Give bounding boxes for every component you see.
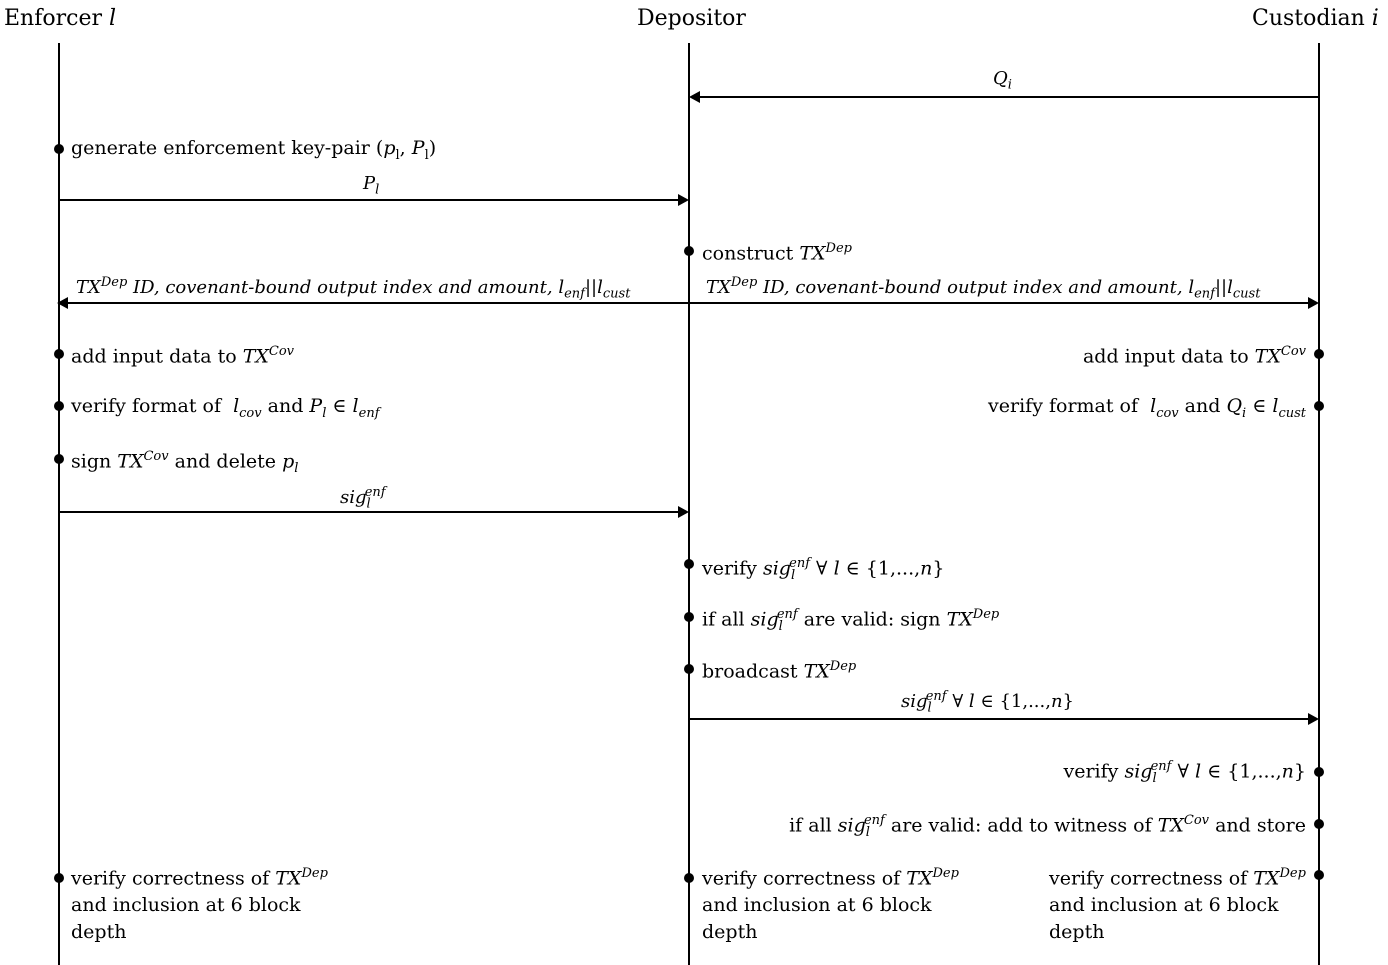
enforcer-verify-correctness: verify correctness of TXDep and inclusio… — [71, 866, 328, 944]
msg-q-i-arrow — [698, 96, 1319, 98]
arrowhead — [678, 194, 689, 206]
custodian-add-input: add input data to TXCov — [1082, 344, 1306, 368]
step-dot — [684, 873, 694, 883]
depositor-broadcast: broadcast TXDep — [702, 659, 857, 683]
depositor-if-valid-sign: if all siglenf are valid: sign TXDep — [702, 607, 1000, 635]
custodian-if-valid-store: if all siglenf are valid: add to witness… — [789, 813, 1306, 841]
step-dot — [1314, 819, 1324, 829]
enforcer-add-input: add input data to TXCov — [71, 344, 295, 368]
msg-sig-label: siglenf — [340, 485, 386, 512]
msg-sig-arrow — [59, 511, 679, 513]
enforcer-header: Enforcer l — [4, 6, 117, 31]
step-dot — [1314, 767, 1324, 777]
msg-sig-all-arrow — [689, 718, 1309, 720]
enforcer-gen-keypair: generate enforcement key-pair (pl, Pl) — [71, 137, 437, 163]
enforcer-lifeline — [58, 43, 60, 965]
step-dot — [1314, 401, 1324, 411]
step-dot — [1314, 870, 1324, 880]
step-dot — [54, 349, 64, 359]
step-dot — [54, 454, 64, 464]
custodian-verify-sigs: verify siglenf ∀ l ∈ {1,...,n} — [1063, 759, 1306, 787]
msg-sig-all-label: siglenf ∀ l ∈ {1,...,n} — [901, 689, 1074, 716]
step-dot — [54, 401, 64, 411]
arrowhead — [1308, 297, 1319, 309]
enforcer-sign-delete: sign TXCov and delete pl — [71, 449, 299, 477]
custodian-header: Custodian i — [1252, 6, 1379, 31]
step-dot — [1314, 349, 1324, 359]
msg-q-i-label: Qi — [993, 68, 1012, 93]
arrowhead — [689, 91, 700, 103]
depositor-verify-sigs: verify siglenf ∀ l ∈ {1,...,n} — [702, 556, 945, 584]
arrowhead — [57, 297, 68, 309]
depositor-header: Depositor — [637, 6, 746, 31]
step-dot — [684, 559, 694, 569]
arrowhead — [678, 506, 689, 518]
custodian-verify-format: verify format of lcov and Qi ∈ lcust — [988, 395, 1306, 421]
depositor-verify-correctness: verify correctness of TXDep and inclusio… — [702, 866, 959, 944]
arrowhead — [1308, 713, 1319, 725]
enforcer-verify-format: verify format of lcov and Pl ∈ lenf — [71, 395, 380, 421]
step-dot — [54, 873, 64, 883]
depositor-lifeline — [688, 43, 690, 965]
custodian-verify-correctness: verify correctness of TXDep and inclusio… — [1049, 866, 1306, 944]
step-dot — [684, 246, 694, 256]
msg-p-l-arrow — [59, 199, 679, 201]
msg-txdep-info-left-label: TXDep ID, covenant-bound output index an… — [76, 275, 631, 302]
step-dot — [684, 612, 694, 622]
msg-txdep-info-right-label: TXDep ID, covenant-bound output index an… — [706, 275, 1261, 302]
step-dot — [684, 664, 694, 674]
depositor-construct: construct TXDep — [702, 241, 852, 265]
msg-txdep-info-arrow — [66, 302, 1310, 304]
custodian-lifeline — [1318, 43, 1320, 965]
step-dot — [54, 144, 64, 154]
msg-p-l-label: Pl — [363, 173, 380, 198]
